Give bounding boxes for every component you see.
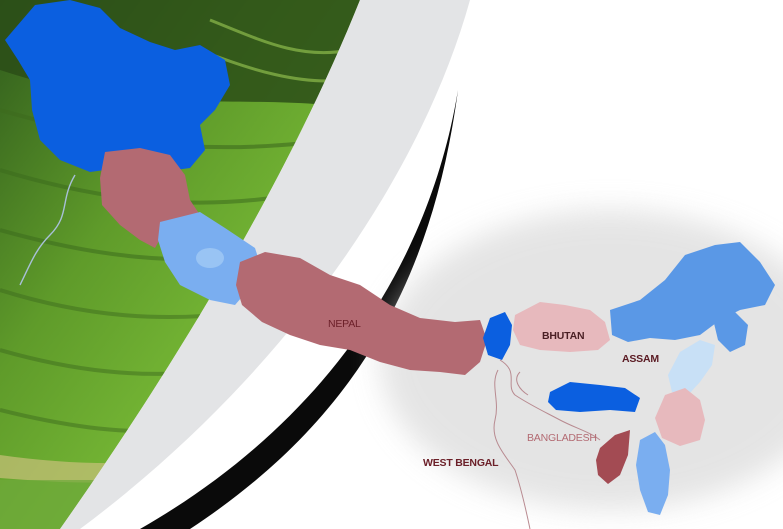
region-northwest xyxy=(5,0,230,172)
region-bhutan xyxy=(513,302,610,352)
region-tripura xyxy=(596,430,630,484)
region-manipur xyxy=(655,388,705,446)
label-bhutan: BHUTAN xyxy=(542,330,584,342)
region-east-blue xyxy=(712,312,748,352)
region-nagaland xyxy=(668,340,715,395)
region-arunachal xyxy=(610,242,775,342)
region-map xyxy=(5,0,775,529)
river-line xyxy=(19,174,76,286)
label-assam: ASSAM xyxy=(622,353,659,365)
border-west-bengal xyxy=(493,369,531,529)
region-nepal xyxy=(236,252,487,375)
border-bangladesh-north xyxy=(499,359,601,441)
region-meghalaya xyxy=(548,382,640,412)
label-nepal: NEPAL xyxy=(328,318,361,330)
region-sikkim xyxy=(483,312,512,360)
label-west-bengal: WEST BENGAL xyxy=(423,457,499,469)
label-bangladesh: BANGLADESH xyxy=(527,432,597,444)
region-mizoram xyxy=(636,432,670,515)
